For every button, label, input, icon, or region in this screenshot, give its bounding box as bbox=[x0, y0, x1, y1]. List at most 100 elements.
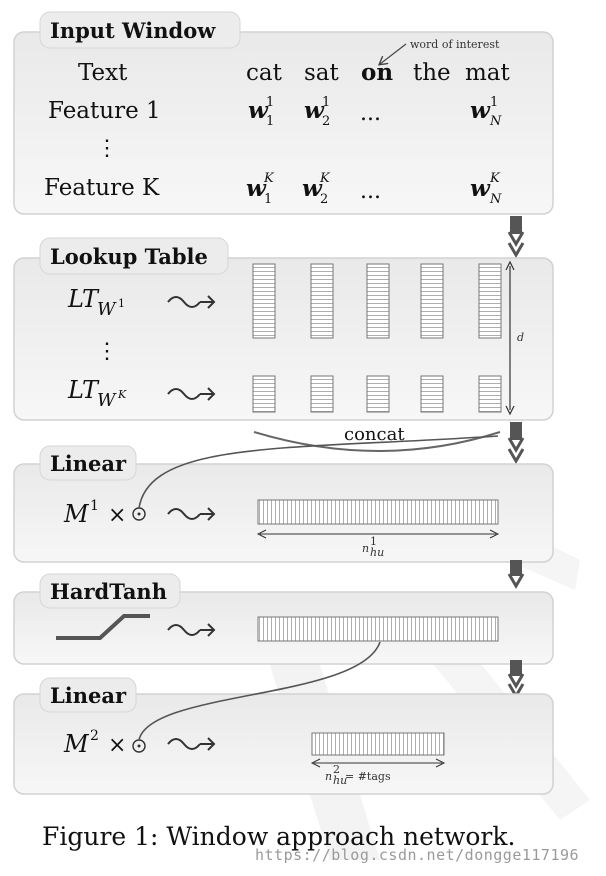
row-label-feature-k: Feature K bbox=[44, 175, 160, 201]
svg-text:×: × bbox=[108, 733, 126, 758]
svg-text:1: 1 bbox=[266, 95, 274, 110]
svg-text:w: w bbox=[302, 175, 323, 202]
lookup-vector-w1-col-4 bbox=[420, 263, 444, 339]
m1-label: M 1 × bbox=[63, 498, 126, 528]
input-window-panel: Input Window word of interest Text Featu… bbox=[13, 11, 554, 215]
concat-label: concat bbox=[344, 424, 405, 445]
m2-input-curve bbox=[138, 641, 381, 741]
svg-text:W: W bbox=[97, 390, 117, 411]
lookup-vector-w1-col-3 bbox=[366, 263, 390, 339]
svg-text:2: 2 bbox=[90, 728, 99, 744]
feature-1-cell-2: w 1 2 bbox=[304, 95, 330, 129]
hardtanh-title: HardTanh bbox=[50, 579, 167, 604]
svg-text:M: M bbox=[63, 500, 90, 528]
svg-text:2: 2 bbox=[322, 114, 330, 129]
word-on: on bbox=[361, 59, 393, 86]
linear-1-title: Linear bbox=[50, 451, 127, 476]
row-label-text: Text bbox=[78, 60, 128, 86]
svg-text:W: W bbox=[97, 299, 117, 320]
linear-1-dimension-label: n 1 hu bbox=[362, 535, 384, 559]
lookup-table-title: Lookup Table bbox=[50, 244, 208, 269]
svg-text:w: w bbox=[470, 175, 491, 202]
svg-text:1: 1 bbox=[264, 192, 272, 207]
word-of-interest-annotation: word of interest bbox=[410, 38, 500, 51]
hardtanh-hidden-vector bbox=[257, 616, 499, 642]
feature-k-cell-n: w K N bbox=[470, 171, 502, 207]
linear-2-tab bbox=[39, 677, 137, 713]
linear-1-hidden-vector bbox=[257, 499, 499, 525]
svg-text:K: K bbox=[319, 171, 331, 186]
svg-text:w: w bbox=[304, 97, 325, 124]
word-mat: mat bbox=[465, 60, 511, 86]
svg-text:×: × bbox=[108, 503, 126, 528]
source-watermark: https://blog.csdn.net/dongge117196 bbox=[255, 846, 580, 864]
linear-2-dimension-label: n 2 hu = #tags bbox=[325, 763, 391, 787]
dimension-d-label: d bbox=[517, 331, 524, 344]
linear-2-panel: Linear M 2 × n 2 hu = #tags bbox=[13, 641, 554, 795]
feature-k-cell-2: w K 2 bbox=[302, 171, 331, 207]
lt-wk-label: LT W K bbox=[67, 376, 127, 411]
svg-text:w: w bbox=[248, 97, 269, 124]
hardtanh-tab bbox=[39, 573, 181, 609]
squiggle-arrow-linear-1 bbox=[167, 508, 201, 520]
row-label-feature-1: Feature 1 bbox=[48, 98, 161, 124]
svg-text:1: 1 bbox=[118, 297, 125, 310]
down-arrow-1-icon bbox=[507, 216, 525, 258]
input-window-title: Input Window bbox=[50, 18, 216, 43]
svg-text:n: n bbox=[362, 542, 369, 555]
feature-1-cell-n: w 1 N bbox=[470, 95, 502, 129]
svg-text:hu: hu bbox=[333, 774, 347, 787]
svg-text:K: K bbox=[489, 171, 501, 186]
svg-text:K: K bbox=[263, 171, 275, 186]
svg-text:1: 1 bbox=[490, 95, 498, 110]
lookup-vector-w1-col-2 bbox=[310, 263, 334, 339]
feature-k-cell-1: w K 1 bbox=[246, 171, 275, 207]
linear-2-title: Linear bbox=[50, 683, 127, 708]
annotation-arrow bbox=[380, 43, 407, 64]
svg-text:w: w bbox=[246, 175, 267, 202]
down-arrow-3-icon bbox=[507, 560, 525, 589]
svg-text:LT: LT bbox=[67, 285, 100, 313]
svg-text:w: w bbox=[470, 97, 491, 124]
svg-text:2: 2 bbox=[320, 192, 328, 207]
squiggle-arrow-hardtanh bbox=[167, 624, 201, 636]
hardtanh-panel: HardTanh bbox=[13, 573, 554, 665]
feature-1-cell-1: w 1 1 bbox=[248, 95, 274, 129]
m2-label: M 2 × bbox=[63, 728, 126, 758]
lookup-table-panel: Lookup Table LT W 1 ⋮ LT W K d bbox=[13, 237, 554, 421]
linear-1-panel: Linear M 1 × n 1 hu bbox=[13, 435, 554, 563]
word-the: the bbox=[413, 60, 451, 86]
hardtanh-curve-icon bbox=[56, 614, 150, 640]
svg-text:n: n bbox=[325, 770, 332, 783]
feature-1-ellipsis: ... bbox=[360, 101, 381, 126]
squiggle-arrow-ltk bbox=[167, 388, 201, 400]
lookup-table-tab bbox=[39, 237, 229, 275]
squiggle-arrow-linear-2 bbox=[167, 738, 201, 750]
lookup-vector-w1-col-1 bbox=[252, 263, 276, 339]
linear-2-output-vector bbox=[311, 732, 445, 756]
word-sat: sat bbox=[304, 60, 340, 86]
lookup-vector-wk-col-5 bbox=[478, 375, 502, 413]
svg-text:N: N bbox=[489, 114, 502, 129]
lookup-vector-wk-col-1 bbox=[252, 375, 276, 413]
svg-text:= #tags: = #tags bbox=[345, 770, 391, 783]
squiggle-arrowhead-ltk bbox=[200, 387, 216, 401]
lookup-vdots: ⋮ bbox=[96, 339, 118, 364]
input-window-tab bbox=[39, 11, 241, 49]
svg-text:1: 1 bbox=[266, 114, 274, 129]
word-cat: cat bbox=[246, 60, 283, 86]
concat-curve bbox=[253, 431, 501, 452]
svg-text:hu: hu bbox=[370, 546, 384, 559]
lt-w1-label: LT W 1 bbox=[67, 285, 125, 320]
lookup-vector-wk-col-3 bbox=[366, 375, 390, 413]
figure-caption: Figure 1: Window approach network. bbox=[42, 822, 516, 851]
svg-text:1: 1 bbox=[370, 535, 377, 548]
svg-text:1: 1 bbox=[322, 95, 330, 110]
m1-input-curve bbox=[138, 435, 499, 509]
row-label-vdots: ⋮ bbox=[96, 136, 118, 161]
lookup-vector-wk-col-2 bbox=[310, 375, 334, 413]
down-arrow-4-icon bbox=[507, 660, 525, 699]
down-arrow-2-icon bbox=[507, 422, 525, 464]
squiggle-arrowhead-lt1 bbox=[200, 295, 216, 309]
